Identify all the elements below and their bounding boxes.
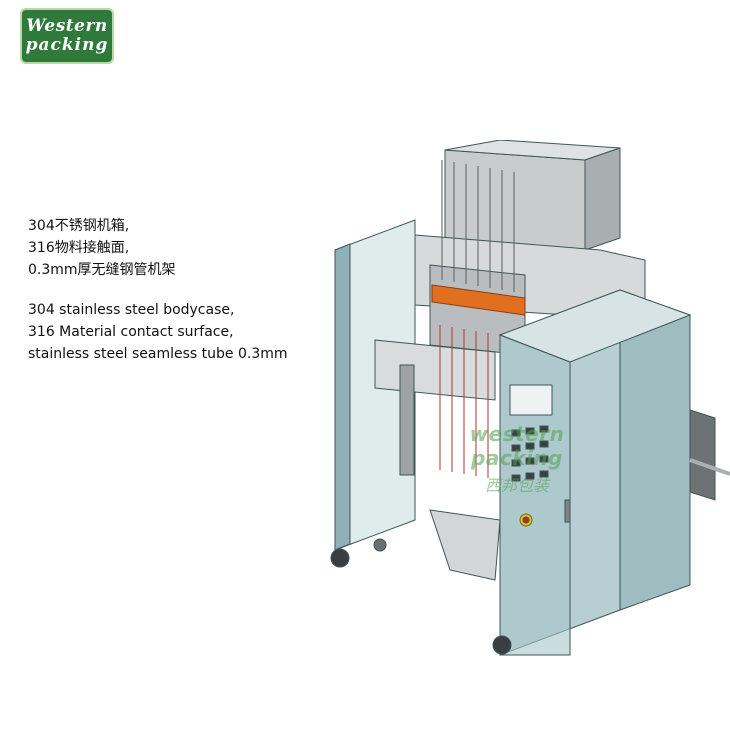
spec-en-line-1: 304 stainless steel bodycase, bbox=[28, 302, 235, 318]
spec-cn-line-2: 316物料接触面, bbox=[28, 240, 130, 256]
watermark-line-2: 西邦包装 bbox=[484, 476, 549, 495]
spec-text: 304不锈钢机箱, 316物料接触面, 0.3mm厚无缝钢管机架 304 sta… bbox=[28, 215, 348, 365]
caster-right bbox=[492, 635, 512, 655]
red-seal-heads bbox=[439, 325, 489, 478]
film-roll-holder bbox=[689, 409, 716, 501]
orange-clamps bbox=[431, 284, 526, 316]
spec-en-line-2: 316 Material contact surface, bbox=[28, 324, 234, 340]
packing-machine-illustration bbox=[330, 140, 730, 656]
western-packing-logo: Western packing bbox=[20, 8, 114, 64]
logo-line-1: Western bbox=[26, 16, 108, 36]
caster-center bbox=[373, 538, 387, 552]
spec-cn-line-1: 304不锈钢机箱, bbox=[28, 218, 130, 234]
watermark-line-1: western packing bbox=[469, 422, 565, 470]
vertical-pipes bbox=[399, 364, 415, 476]
spec-cn-line-3: 0.3mm厚无缝钢管机架 bbox=[28, 262, 176, 278]
watermark: western packing 西邦包装 bbox=[422, 422, 612, 496]
spec-gap bbox=[28, 281, 348, 299]
spec-en-line-3: stainless steel seamless tube 0.3mm bbox=[28, 346, 288, 362]
cabinet-handle bbox=[564, 499, 571, 523]
caster-left bbox=[330, 548, 350, 568]
control-screen bbox=[509, 384, 553, 416]
filling-tubes bbox=[441, 160, 515, 292]
logo-line-2: packing bbox=[25, 35, 109, 55]
discharge-chute bbox=[429, 509, 501, 581]
control-buttons bbox=[511, 425, 549, 482]
